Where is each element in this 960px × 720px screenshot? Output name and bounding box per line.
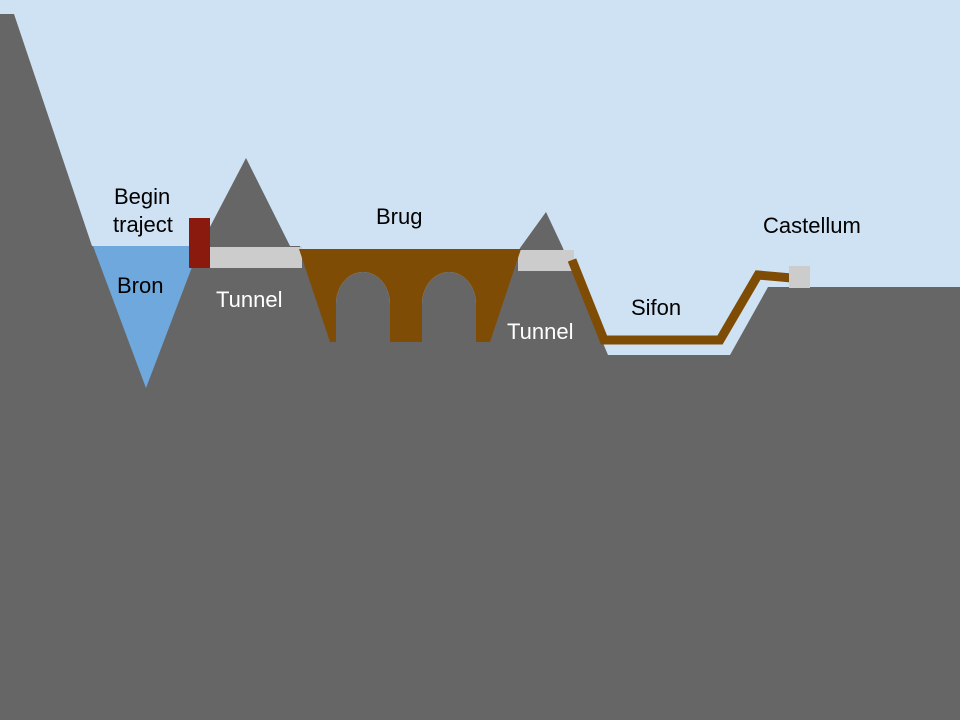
- bridge-arch-left: [336, 272, 390, 343]
- label-begin-line2: traject: [113, 212, 173, 237]
- bridge-arch-right: [422, 272, 476, 343]
- label-siphon: Sifon: [631, 295, 681, 320]
- tunnel-1: [210, 247, 302, 268]
- label-bridge: Brug: [376, 204, 422, 229]
- label-tunnel-2: Tunnel: [507, 319, 573, 344]
- bridge: [299, 249, 521, 342]
- label-begin-line1: Begin: [114, 184, 170, 209]
- tunnel-2: [518, 250, 574, 271]
- label-castellum: Castellum: [763, 213, 861, 238]
- label-tunnel-1: Tunnel: [216, 287, 282, 312]
- terrain: [0, 14, 960, 720]
- start-block: [189, 218, 210, 268]
- castellum-block: [789, 266, 810, 288]
- siphon-pipe: [567, 258, 793, 345]
- label-source: Bron: [117, 273, 163, 298]
- source-water: [93, 246, 200, 388]
